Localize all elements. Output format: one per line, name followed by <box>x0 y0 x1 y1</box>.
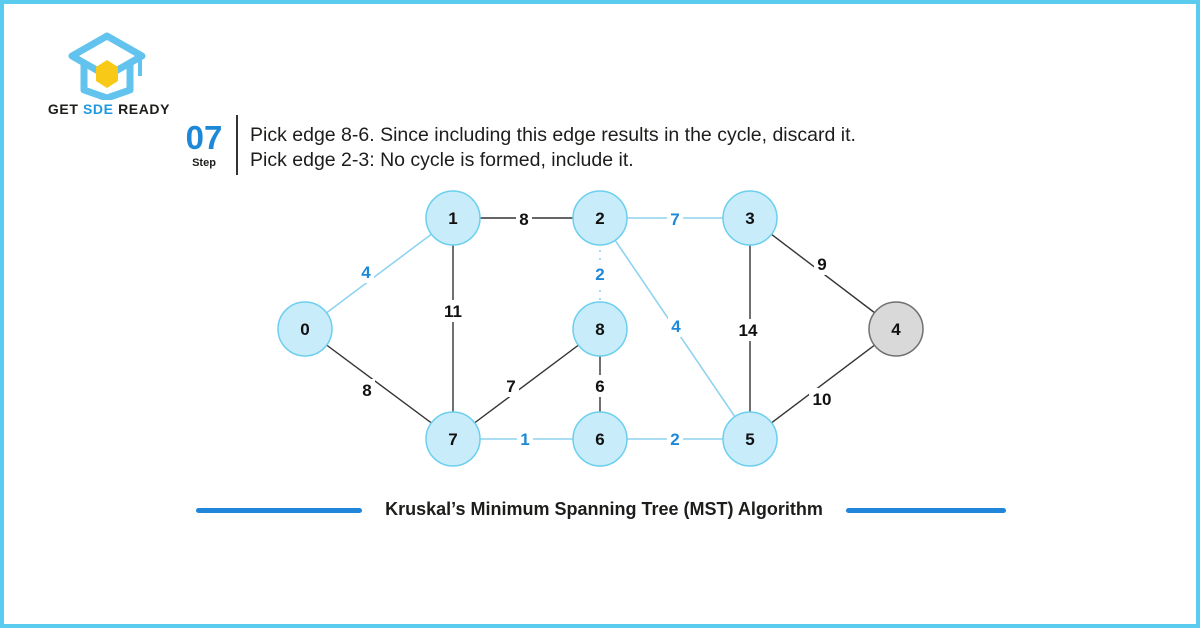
step-indicator: 07 Step <box>179 120 229 176</box>
graduation-cap-icon <box>68 32 146 100</box>
edge-weight-3-5: 14 <box>739 321 758 340</box>
description-line-1: Pick edge 8-6. Since including this edge… <box>250 124 856 146</box>
logo: GET SDE READY <box>34 32 184 122</box>
edge-8-7 <box>452 328 601 440</box>
node-4 <box>868 301 924 357</box>
description-line-2: Pick edge 2-3: No cycle is formed, inclu… <box>250 149 634 171</box>
caption-line-right <box>846 508 1006 513</box>
graph-diagram: 4 8 7 9 11 2 4 14 8 7 6 10 1 2 0 1 2 3 4 5 6 7 8 <box>277 190 924 467</box>
node-1 <box>425 190 481 246</box>
edge-0-1 <box>304 217 454 330</box>
edge-weight-4-5: 10 <box>813 390 832 409</box>
edge-weight-0-7: 8 <box>362 381 371 400</box>
edge-weight-2-5: 4 <box>671 317 681 336</box>
node-6 <box>572 411 628 467</box>
edge-weight-2-3: 7 <box>670 210 679 229</box>
edge-weight-6-5: 2 <box>670 430 679 449</box>
edge-label-bg <box>809 388 835 410</box>
edge-label-bg <box>667 428 683 450</box>
edge-weight-2-8: 2 <box>595 265 604 284</box>
node-label-5: 5 <box>745 430 754 449</box>
edge-label-bg <box>668 315 684 337</box>
edge-4-5 <box>749 328 897 440</box>
edge-label-bg <box>592 375 608 397</box>
edge-label-bg <box>814 253 830 275</box>
node-5 <box>722 411 778 467</box>
edge-label-bg <box>667 208 683 230</box>
node-7 <box>425 411 481 467</box>
node-8 <box>572 301 628 357</box>
node-label-1: 1 <box>448 209 457 228</box>
edge-label-bg <box>517 428 533 450</box>
edge-weight-8-7: 7 <box>506 377 515 396</box>
brand-name: GET SDE READY <box>47 101 171 117</box>
caption-line-left <box>196 508 362 513</box>
step-divider <box>236 115 238 175</box>
node-label-6: 6 <box>595 430 604 449</box>
node-label-8: 8 <box>595 320 604 339</box>
edge-weight-1-7: 11 <box>444 302 462 321</box>
node-label-2: 2 <box>595 209 604 228</box>
edge-label-bg <box>592 263 608 285</box>
edge-label-bg <box>735 319 761 341</box>
node-3 <box>722 190 778 246</box>
step-number: 07 <box>185 119 223 156</box>
edge-0-7 <box>304 328 454 440</box>
node-label-7: 7 <box>448 430 457 449</box>
edge-weight-1-2: 8 <box>519 210 528 229</box>
step-label: Step <box>192 157 216 169</box>
step-description: Pick edge 8-6. Since including this edge… <box>250 123 970 173</box>
caption-title: Kruskal’s Minimum Spanning Tree (MST) Al… <box>385 499 823 519</box>
edge-label-bg <box>440 300 466 322</box>
edge-label-bg <box>503 375 519 397</box>
edge-weight-0-1: 4 <box>361 263 371 282</box>
edge-weight-3-4: 9 <box>817 255 826 274</box>
node-0 <box>277 301 333 357</box>
edge-label-bg <box>516 208 532 230</box>
node-label-3: 3 <box>745 209 754 228</box>
node-label-0: 0 <box>300 320 309 339</box>
node-label-4: 4 <box>891 320 901 339</box>
edge-weight-7-6: 1 <box>520 430 529 449</box>
node-2 <box>572 190 628 246</box>
edge-label-bg <box>358 261 374 283</box>
edge-weight-8-6: 6 <box>595 377 604 396</box>
edge-label-bg <box>359 379 375 401</box>
